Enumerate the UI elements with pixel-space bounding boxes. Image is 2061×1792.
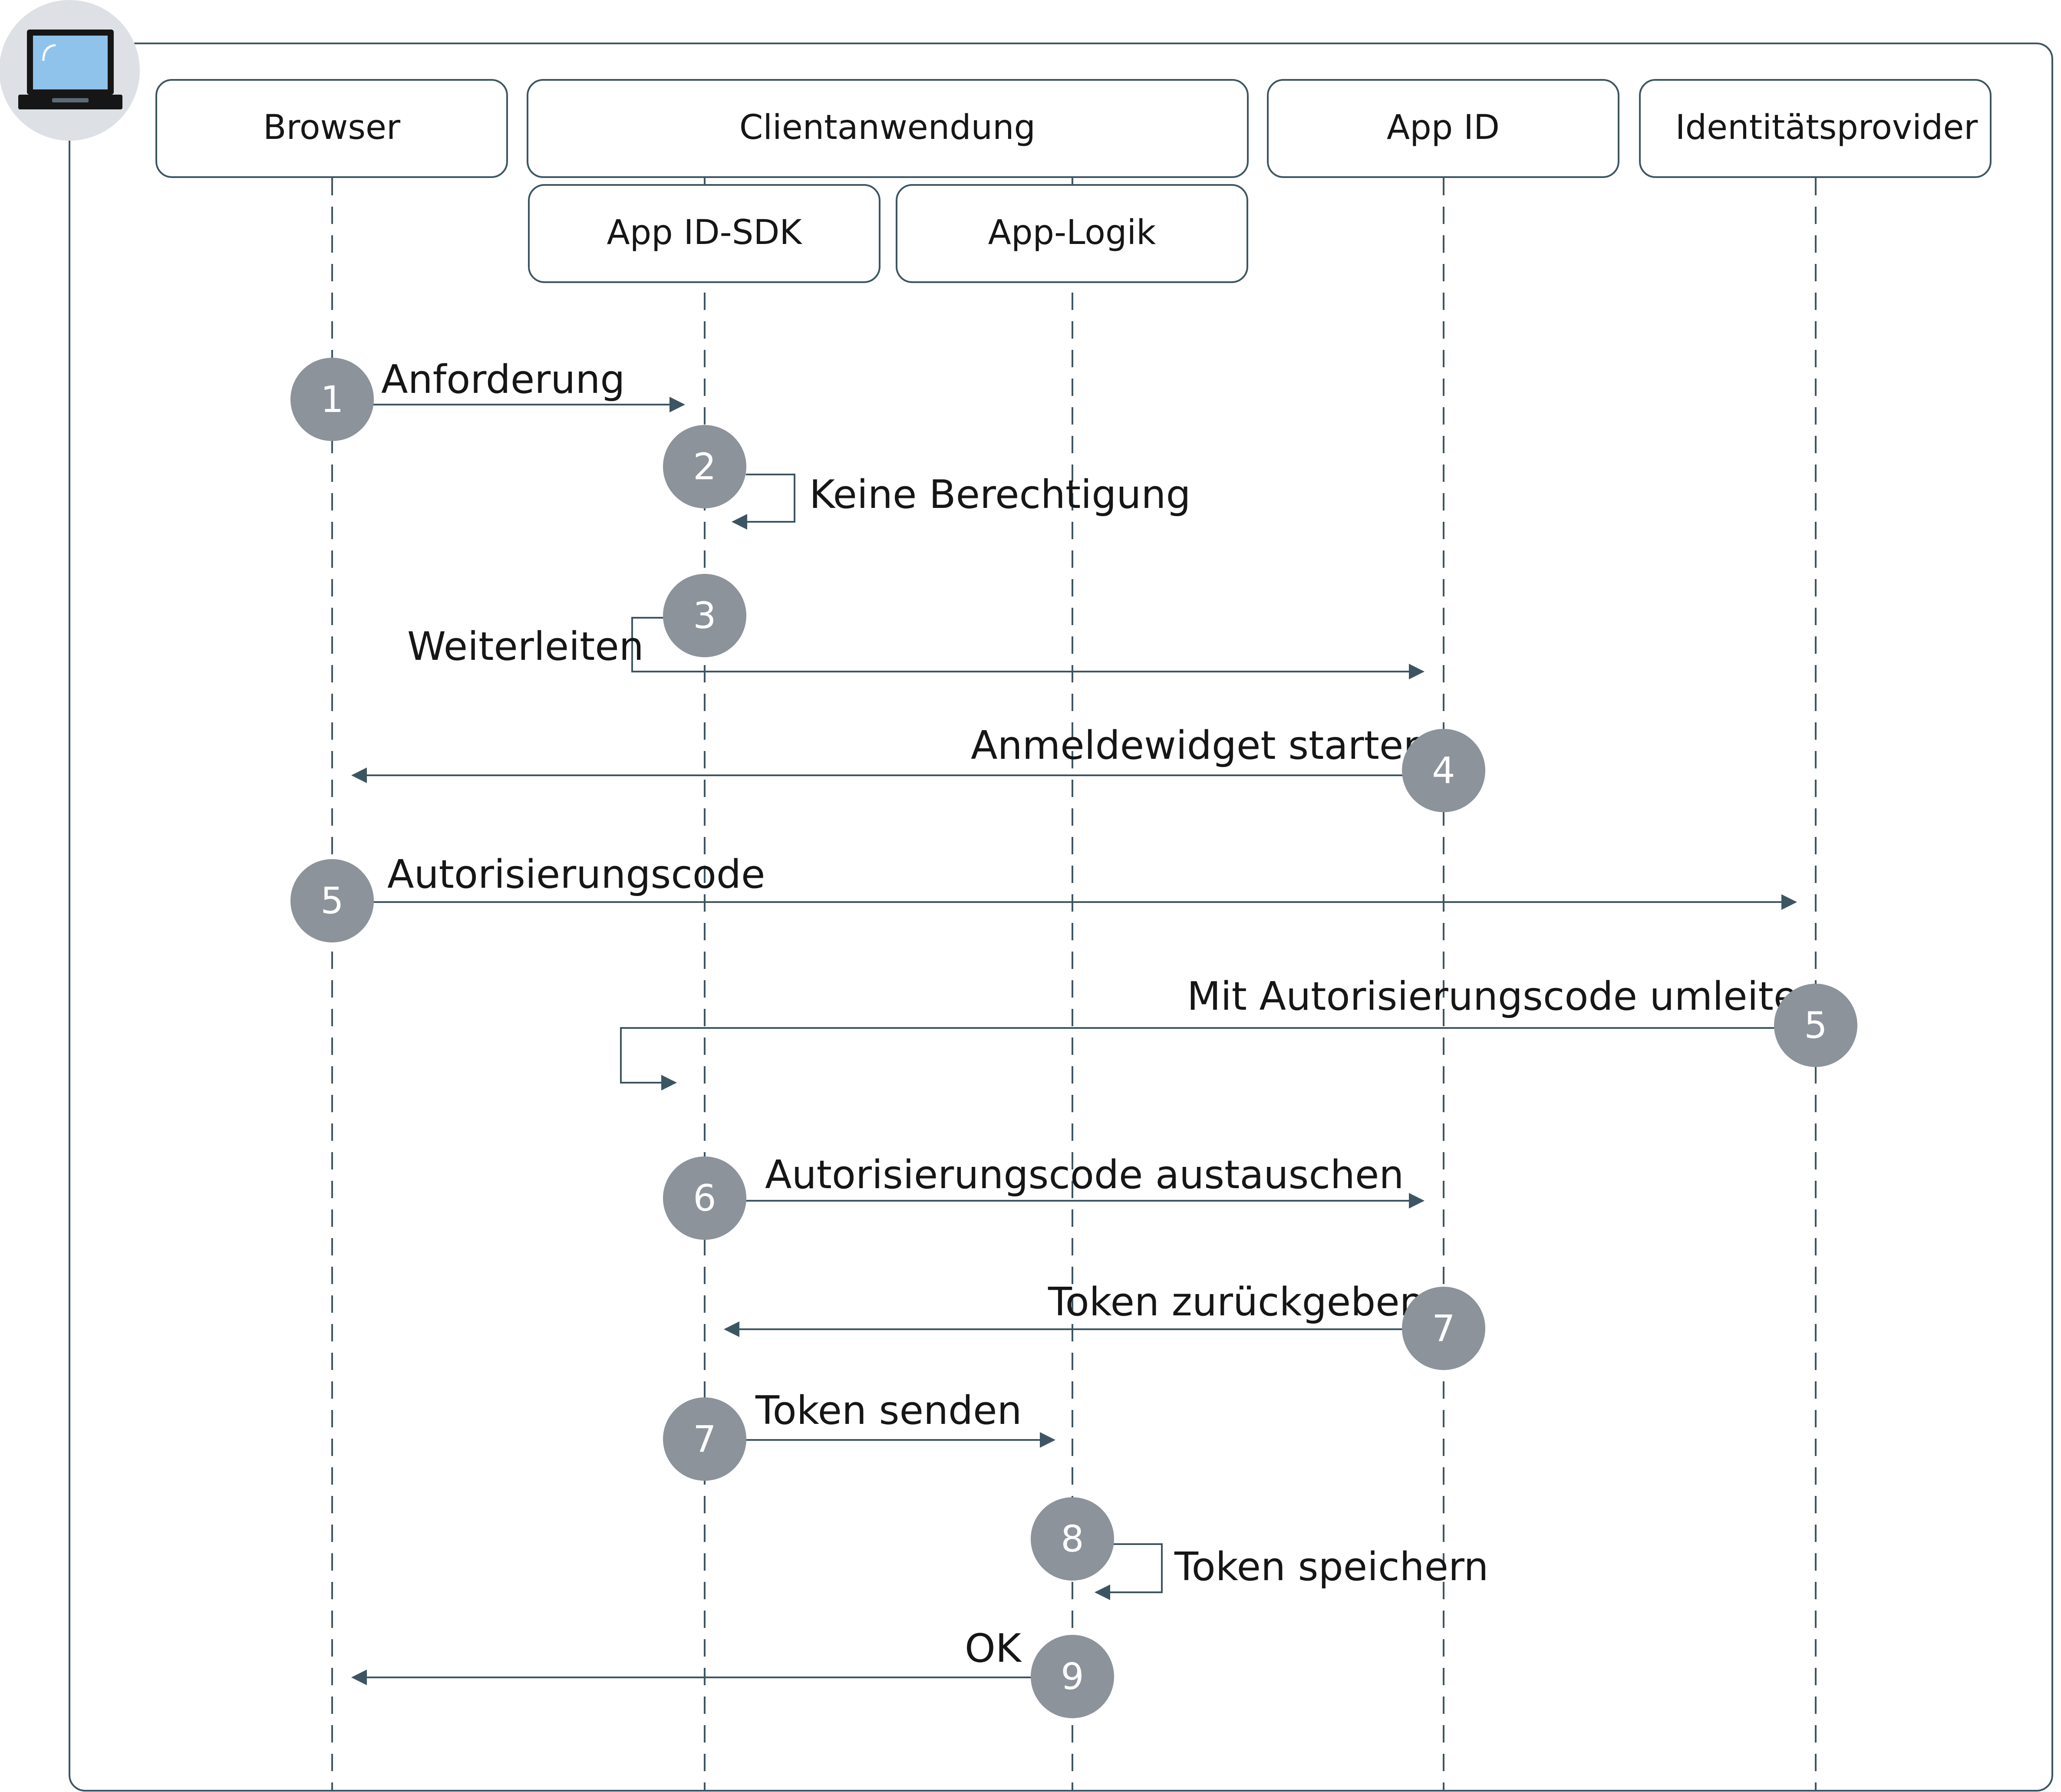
svg-text:1: 1 (320, 378, 343, 421)
step-badge-8: 8 (1031, 1497, 1114, 1581)
message-5b-label: Mit Autorisierungscode umleiten (1187, 974, 1822, 1019)
participant-app-id-label: App ID (1387, 108, 1500, 147)
message-5-label: Autorisierungscode (387, 852, 765, 897)
message-4-label: Anmeldewidget starten (971, 723, 1428, 768)
svg-text:4: 4 (1432, 749, 1455, 792)
participant-identity-provider: Identitätsprovider (1639, 79, 1992, 178)
step-badge-7a: 7 (1402, 1287, 1485, 1370)
participant-browser-label: Browser (263, 108, 401, 147)
message-9-label: OK (965, 1626, 1022, 1671)
step-badge-1: 1 (290, 358, 374, 441)
participant-app-logic: App-Logik (896, 184, 1248, 283)
svg-text:5: 5 (1804, 1004, 1827, 1047)
svg-text:7: 7 (693, 1418, 716, 1460)
participant-browser: Browser (155, 79, 508, 178)
laptop-icon (0, 0, 140, 141)
message-1-label: Anforderung (381, 357, 625, 402)
participant-identity-provider-label: Identitätsprovider (1675, 108, 1979, 147)
message-6-autorisierungscode-austauschen: Autorisierungscode austauschen (746, 1152, 1425, 1209)
svg-text:7: 7 (1432, 1307, 1455, 1350)
step-badge-9: 9 (1031, 1635, 1114, 1718)
message-2-keine-berechtigung: Keine Berechtigung (732, 472, 1191, 530)
message-8-label: Token speichern (1174, 1544, 1488, 1590)
message-1-anforderung: Anforderung (373, 357, 685, 412)
message-8-token-speichern: Token speichern (1095, 1543, 1488, 1600)
message-4-anmeldewidget-starten: Anmeldewidget starten (351, 723, 1428, 783)
participant-app-id: App ID (1267, 79, 1619, 178)
participant-app-logic-label: App-Logik (988, 213, 1156, 252)
svg-text:5: 5 (320, 880, 343, 922)
step-badge-6: 6 (663, 1156, 746, 1240)
step-badge-2: 2 (663, 425, 746, 508)
message-5-autorisierungscode: Autorisierungscode (373, 852, 1797, 910)
message-3-label: Weiterleiten (407, 624, 644, 669)
step-badge-5b: 5 (1774, 984, 1857, 1067)
outer-frame (69, 43, 2053, 1792)
participant-client-app-label: Clientanwendung (739, 108, 1035, 147)
message-7-token-senden: Token senden (746, 1388, 1055, 1448)
step-badge-3: 3 (663, 574, 746, 657)
message-9-ok: OK (351, 1626, 1031, 1685)
svg-text:8: 8 (1061, 1518, 1084, 1560)
participant-client-app: Clientanwendung (527, 79, 1249, 178)
step-badge-4: 4 (1402, 729, 1485, 812)
svg-text:2: 2 (693, 445, 716, 488)
svg-text:9: 9 (1061, 1655, 1084, 1698)
message-7b-label: Token senden (755, 1388, 1022, 1433)
svg-text:3: 3 (693, 594, 716, 637)
message-3-weiterleiten: Weiterleiten (407, 617, 1425, 679)
message-6-label: Autorisierungscode austauschen (765, 1152, 1404, 1198)
svg-text:6: 6 (693, 1177, 716, 1219)
step-badge-7b: 7 (663, 1397, 746, 1481)
step-badge-5a: 5 (290, 859, 374, 942)
message-7-token-zurueckgeben: Token zurückgeben (724, 1279, 1425, 1337)
message-5-umleiten: Mit Autorisierungscode umleiten (620, 974, 1822, 1090)
message-2-label: Keine Berechtigung (809, 472, 1191, 517)
message-7-label: Token zurückgeben (1048, 1279, 1425, 1325)
participant-app-id-sdk-label: App ID-SDK (607, 213, 802, 252)
participant-app-id-sdk: App ID-SDK (528, 184, 880, 283)
